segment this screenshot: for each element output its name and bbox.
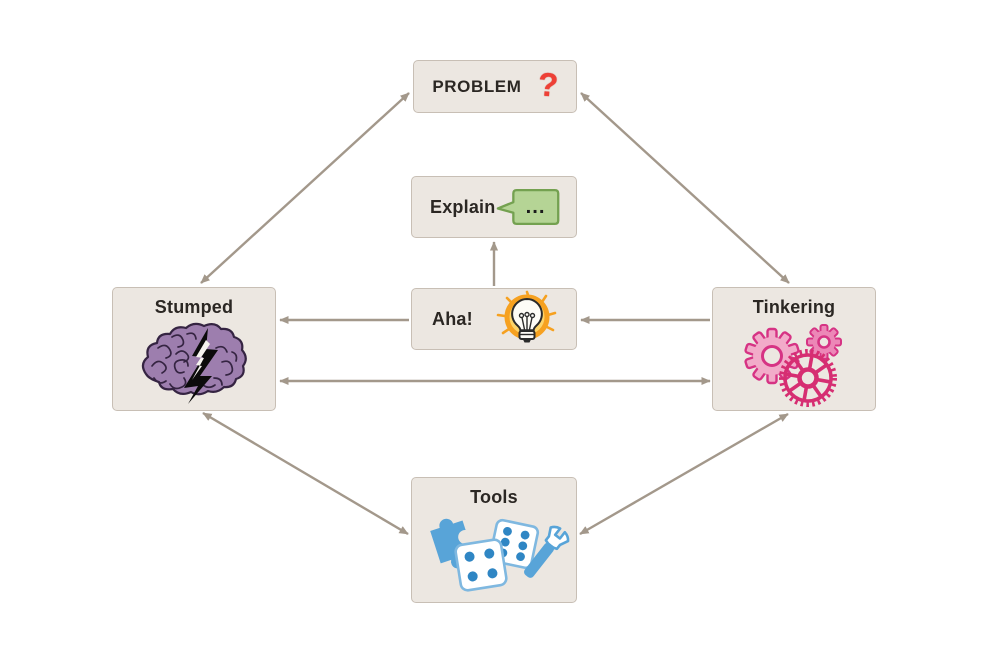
node-stumped: Stumped	[112, 287, 276, 411]
node-explain: Explain ...	[411, 176, 577, 238]
edge-stumped-problem	[200, 92, 410, 284]
node-tinkering: Tinkering	[712, 287, 876, 411]
node-problem: PROBLEM ?	[413, 60, 577, 113]
explain-label: Explain	[430, 196, 496, 217]
node-aha: Aha!	[411, 288, 577, 350]
die-four-icon	[454, 538, 508, 592]
puzzle-dice-wrench-icon	[430, 518, 570, 592]
tools-label: Tools	[470, 487, 518, 507]
wrench-icon	[524, 525, 570, 578]
speech-bubble-icon: ...	[497, 188, 560, 226]
aha-label: Aha!	[432, 308, 473, 329]
stumped-label: Stumped	[154, 297, 234, 317]
broken-brain-icon	[141, 322, 247, 404]
edge-stumped-tools	[202, 411, 409, 536]
edge-problem-tinkering	[580, 92, 790, 284]
edge-tools-tinkering	[579, 412, 789, 536]
lightbulb-icon	[496, 290, 557, 343]
speech-bubble-dots: ...	[526, 196, 546, 218]
question-mark-icon: ?	[536, 65, 559, 104]
node-tools: Tools	[411, 477, 577, 603]
tinkering-label: Tinkering	[752, 297, 836, 317]
gears-icon	[744, 324, 842, 407]
problem-label: PROBLEM	[432, 76, 522, 96]
